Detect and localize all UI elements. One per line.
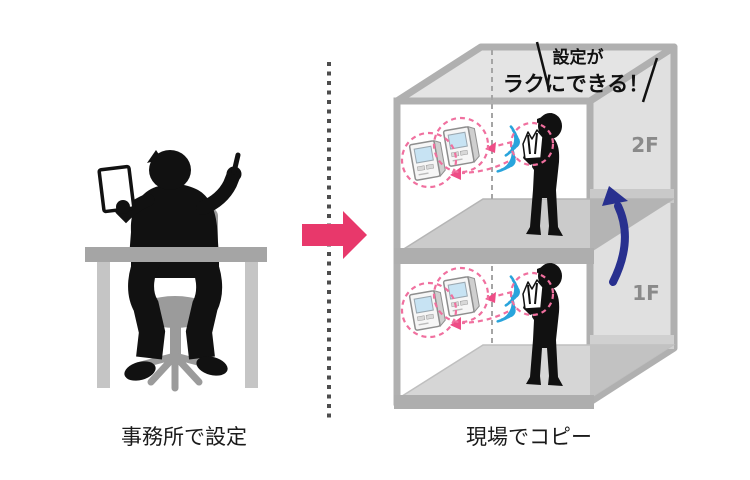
copy-path-dashed-arrow bbox=[491, 140, 513, 149]
callout-line1: 設定が bbox=[553, 47, 604, 68]
wall-controller-icon bbox=[442, 274, 481, 318]
curved-arrow-up-icon bbox=[602, 186, 629, 286]
emphasis-slash-left bbox=[535, 41, 551, 91]
room-1f bbox=[400, 262, 564, 387]
highlight-dashed-circle bbox=[432, 116, 490, 174]
arrow-right-icon bbox=[302, 211, 367, 259]
highlight-dashed-circle bbox=[509, 121, 555, 167]
floor-label-2f: 2F bbox=[631, 133, 659, 157]
highlight-dashed-circle bbox=[509, 271, 555, 317]
highlight-dashed-circle bbox=[400, 281, 458, 339]
desk bbox=[85, 247, 267, 388]
floor-label-1f: 1F bbox=[632, 281, 660, 305]
office-person-silhouette bbox=[97, 150, 242, 381]
caption-left: 事務所で設定 bbox=[121, 425, 247, 449]
raised-arm bbox=[196, 167, 241, 215]
callout-line2: ラクにできる！ bbox=[503, 72, 650, 96]
caption-right: 現場でコピー bbox=[466, 425, 592, 449]
emphasis-slash-right bbox=[641, 57, 659, 103]
wall-controller-icon bbox=[442, 124, 481, 168]
highlight-dashed-circle bbox=[432, 266, 490, 324]
highlight-dashed-circle bbox=[400, 131, 458, 189]
office-scene bbox=[85, 150, 267, 392]
wall-controller-icon bbox=[408, 138, 447, 182]
wall-controller-icon bbox=[408, 288, 447, 332]
room-2f bbox=[400, 112, 564, 237]
callout: 設定が ラクにできる！ bbox=[503, 41, 659, 103]
pointing-finger bbox=[231, 152, 241, 175]
copy-path-dashed-arrow bbox=[491, 290, 513, 299]
building: 2F 1F bbox=[393, 41, 678, 409]
